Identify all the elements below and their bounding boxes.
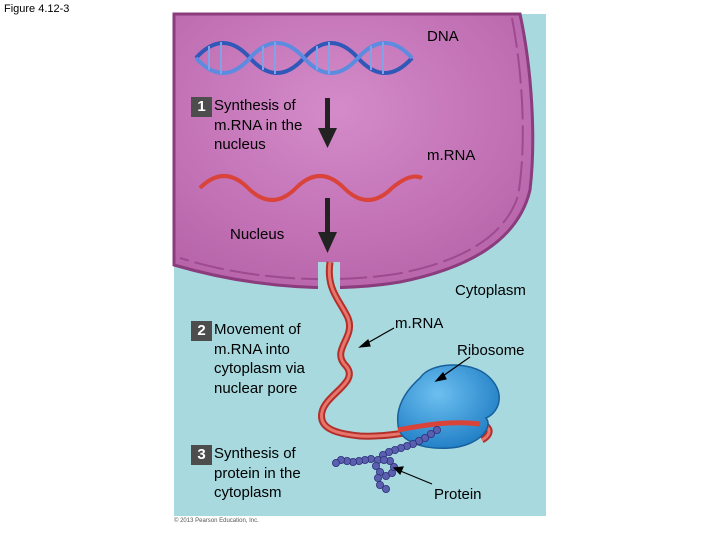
cytoplasm-label: Cytoplasm (455, 282, 526, 299)
nucleus-membrane (172, 12, 535, 290)
ribosome-label: Ribosome (457, 342, 525, 359)
mrna-cytoplasm-label: m.RNA (395, 315, 444, 332)
step-2-text: Movement of m.RNA into cytoplasm via nuc… (214, 320, 305, 398)
ribosome-pointer-arrow (434, 356, 471, 382)
dna-helix (194, 41, 414, 75)
step-1-badge: 1 (191, 97, 212, 117)
step-1-line: nucleus (214, 136, 266, 153)
step-2-badge: 2 (191, 321, 212, 341)
nucleus-label: Nucleus (230, 226, 285, 243)
figure-title: Figure 4.12-3 (4, 3, 70, 15)
step-2-line: cytoplasm via (214, 360, 305, 377)
step-1-text: Synthesis of m.RNA in the nucleus (214, 96, 302, 155)
step-3-badge: 3 (191, 445, 212, 465)
dna-label: DNA (427, 28, 459, 45)
copyright-notice: © 2013 Pearson Education, Inc. (174, 518, 259, 524)
step-3-line: Synthesis of (214, 445, 296, 462)
mrna-strand-nucleus (198, 174, 423, 202)
step-3-line: protein in the (214, 464, 301, 482)
step-2-line: m.RNA into (214, 340, 290, 358)
nucleus-inner-membrane (179, 17, 524, 281)
step-2-line: Movement of (214, 321, 301, 338)
protein-pointer-arrow (392, 466, 433, 485)
mrna-nucleus-label: m.RNA (427, 147, 476, 164)
step-1-line: Synthesis of (214, 97, 296, 114)
step-3-line: cytoplasm (214, 484, 282, 501)
step-3-text: Synthesis of protein in the cytoplasm (214, 444, 301, 503)
step-2-line: nuclear pore (214, 379, 298, 397)
step-1-line: m.RNA in the (214, 116, 303, 134)
arrow-down-icon-2 (318, 198, 337, 253)
protein-label: Protein (434, 486, 482, 503)
mrna-pointer-arrow (358, 327, 395, 348)
arrow-down-icon-1 (318, 98, 337, 148)
